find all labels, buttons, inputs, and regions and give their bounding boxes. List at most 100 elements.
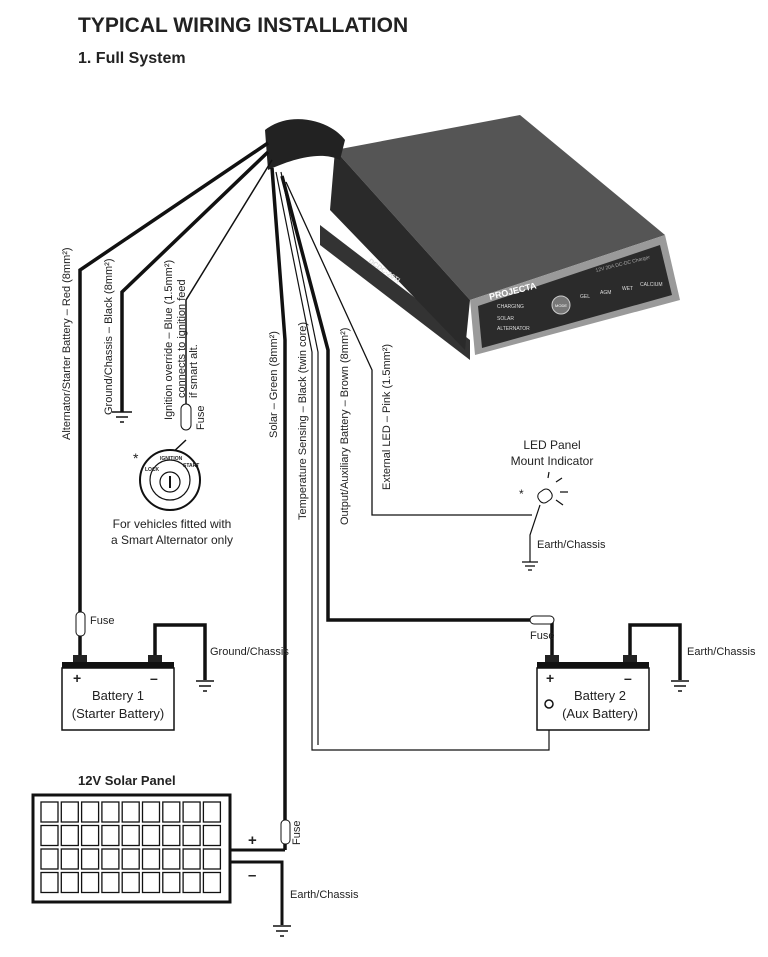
switch-lock: LOCK [145, 467, 160, 473]
wire-output [280, 175, 554, 660]
solar-cell [182, 848, 201, 870]
wire-ground [120, 150, 270, 412]
solar-panel-title: 12V Solar Panel [78, 773, 176, 788]
solar-cell [162, 824, 181, 847]
solar-cell [202, 848, 222, 870]
solar-cell [141, 801, 161, 823]
smart-alt-note-1: For vehicles fitted with [113, 517, 232, 531]
label-alternator: Alternator/Starter Battery – Red (8mm²) [61, 247, 73, 440]
wire-temp [275, 171, 550, 751]
led-panel-label-2: Mount Indicator [511, 454, 594, 468]
solar-cell [202, 801, 222, 823]
solar-cell [182, 871, 201, 894]
solar-cell [60, 871, 79, 894]
mode-label: MODE [555, 303, 567, 308]
label-fuse-solar: Fuse [291, 821, 303, 845]
solar-cell [40, 824, 59, 847]
solar-cell [162, 848, 181, 870]
label-solar: Solar – Green (8mm²) [268, 331, 280, 438]
type-agm: AGM [600, 290, 611, 296]
label-output: Output/Auxiliary Battery – Brown (8mm²) [339, 328, 351, 525]
label-ground: Ground/Chassis – Black (8mm²) [103, 259, 115, 416]
wire-solar-panel [230, 848, 285, 925]
ground-icon [196, 680, 214, 692]
solar-cell [40, 801, 59, 823]
solar-cell [60, 801, 79, 823]
indicator-charging: CHARGING [497, 304, 524, 310]
battery-1: + – Battery 1 (Starter Battery) [61, 655, 175, 731]
solar-cell [121, 871, 140, 894]
solar-cell [121, 824, 140, 847]
smart-alt-note-2: a Smart Alternator only [111, 533, 233, 547]
label-fuse-ignition: Fuse [195, 406, 207, 430]
wire-led-earth [529, 504, 541, 562]
solar-cell [162, 871, 181, 894]
type-gel: GEL [580, 294, 590, 300]
wire-solar [270, 167, 287, 850]
label-fuse-b1: Fuse [90, 615, 114, 627]
label-earth-led: Earth/Chassis [537, 539, 606, 551]
battery1-sub: (Starter Battery) [72, 706, 164, 721]
minus-solar: – [248, 867, 256, 884]
minus-b1: – [150, 670, 158, 686]
label-earth-b2: Earth/Chassis [687, 646, 756, 658]
ground-icon [671, 680, 689, 692]
label-temp: Temperature Sensing – Black (twin core) [297, 322, 309, 520]
switch-ignition: IGNITION [160, 456, 183, 462]
solar-cell [80, 871, 100, 894]
asterisk: * [133, 450, 139, 466]
solar-cell [121, 801, 140, 823]
type-wet: WET [622, 286, 633, 292]
indicator-alternator: ALTERNATOR [497, 326, 530, 332]
solar-cell [60, 848, 79, 870]
solar-cell [101, 848, 120, 870]
ground-icon [522, 561, 538, 571]
solar-panel [31, 793, 232, 904]
solar-cell [40, 871, 59, 894]
label-led: External LED – Pink (1.5mm²) [381, 344, 393, 490]
wire-battery1-ground [153, 623, 207, 680]
label-ignition-note-2: if smart alt. [188, 344, 200, 398]
asterisk-led: * [519, 487, 524, 501]
led-icon [537, 471, 568, 506]
solar-cell [80, 801, 100, 823]
label-ground-b1: Ground/Chassis [210, 646, 289, 658]
mode-button[interactable] [551, 295, 571, 315]
cable-bundle [265, 119, 345, 170]
plus-b1: + [73, 670, 81, 686]
wire-battery2-ground [628, 623, 682, 680]
fuse-icon [280, 819, 291, 845]
solar-cell [101, 801, 120, 823]
solar-cell [101, 871, 120, 894]
battery-2: + – Battery 2 (Aux Battery) [536, 655, 650, 731]
battery2-name: Battery 2 [574, 688, 626, 703]
fuse-icon [529, 615, 555, 625]
plus-b2: + [546, 670, 554, 686]
solar-cell [202, 871, 222, 894]
temp-sensor-icon [544, 699, 554, 709]
solar-cell [40, 848, 59, 870]
subtitle: 1. Full System [78, 50, 186, 67]
wire-alternator [78, 141, 269, 662]
switch-start: START [183, 463, 199, 469]
label-fuse-b2: Fuse [530, 630, 554, 642]
ground-icon [112, 411, 132, 423]
dc-dc-charger: PROJECTA 12V 20A DC-DC Charger DCDC-20TI… [265, 115, 680, 360]
battery1-name: Battery 1 [92, 688, 144, 703]
solar-cell [121, 848, 140, 870]
label-ignition: Ignition override – Blue (1.5mm²) [163, 260, 175, 420]
solar-cell [202, 824, 222, 847]
solar-cell [141, 824, 161, 847]
ignition-switch-icon: LOCK IGNITION START [139, 449, 201, 511]
solar-cell [80, 824, 100, 847]
solar-cell [80, 848, 100, 870]
solar-cell [182, 801, 201, 823]
label-earth-solar: Earth/Chassis [290, 889, 359, 901]
led-panel-label-1: LED Panel [523, 438, 580, 452]
solar-cell [101, 824, 120, 847]
fuse-icon [75, 611, 86, 637]
wire-led [285, 181, 532, 516]
ground-icon [273, 925, 291, 937]
solar-cell [141, 848, 161, 870]
